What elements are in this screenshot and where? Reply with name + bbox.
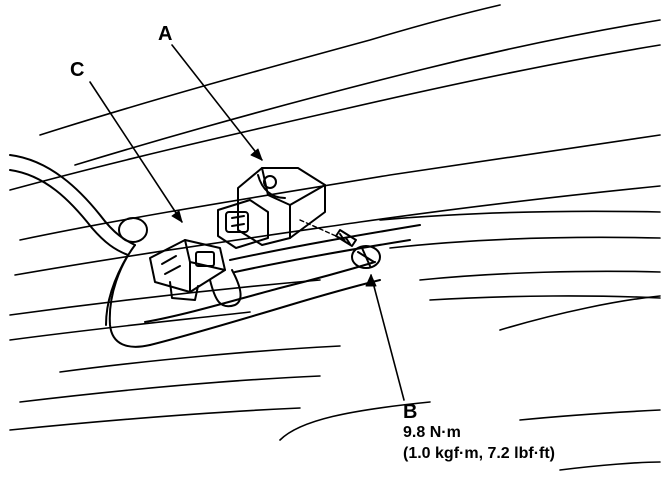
bolt-b bbox=[299, 219, 381, 269]
arrowheads bbox=[171, 148, 377, 287]
mounting-hole bbox=[263, 175, 277, 189]
wire-harness bbox=[9, 154, 421, 348]
leader-lines bbox=[89, 44, 405, 401]
harness-connector-c bbox=[149, 239, 226, 301]
callout-label-c: C bbox=[70, 59, 85, 81]
panel-contour-lines bbox=[9, 4, 661, 471]
harness-grommet bbox=[118, 217, 148, 243]
torque-spec-alt: (1.0 kgf·m, 7.2 lbf·ft) bbox=[403, 445, 556, 462]
sensor-a bbox=[217, 167, 326, 249]
torque-spec-nm: 9.8 N·m bbox=[403, 424, 461, 441]
callout-label-b: B bbox=[403, 401, 418, 423]
callout-label-a: A bbox=[158, 23, 173, 45]
